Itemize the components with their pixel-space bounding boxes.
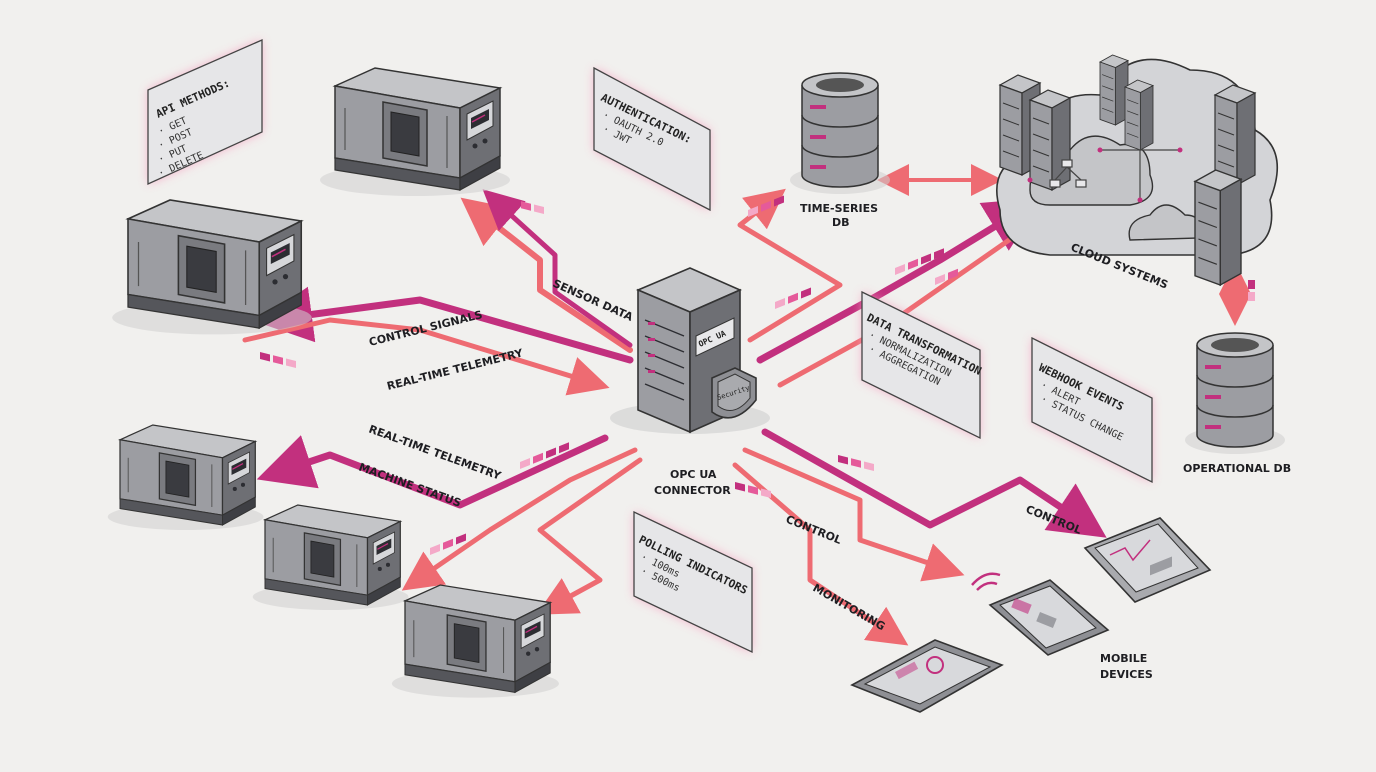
cnc-machine-4: [252, 504, 410, 611]
panel-data-transformation: DATA TRANSFORMATION · NORMALIZATION · AG…: [861, 290, 983, 440]
arrow-lower-machine: [536, 457, 643, 615]
label-mobile-2: DEVICES: [1100, 668, 1153, 681]
cnc-machine-3: [107, 424, 265, 531]
label-monitoring: MONITORING: [811, 581, 888, 633]
arrow-sensor-data-1: [460, 197, 633, 353]
panel-authentication: AUTHENTICATION: · OAUTH 2.0 · JWT: [593, 66, 711, 212]
label-rt-telemetry-1: REAL-TIME TELEMETRY: [386, 346, 526, 393]
arrow-machine-status: [401, 447, 638, 591]
label-machine-status: MACHINE STATUS: [357, 461, 463, 510]
arrow-control-right: [761, 428, 1107, 538]
arrow-rt-telemetry-top: [242, 317, 610, 396]
arrow-control-mobile: [742, 447, 965, 582]
label-tsdb-2: DB: [832, 216, 850, 229]
label-hub-1: OPC UA: [670, 468, 717, 481]
label-mobile-1: MOBILE: [1100, 652, 1147, 665]
arrow-rt-telemetry-lower: [256, 434, 609, 509]
opc-ua-connector: OPC UA Security: [610, 267, 770, 434]
label-hub-2: CONNECTOR: [654, 484, 731, 497]
operational-db: [1184, 332, 1286, 455]
panel-polling-indicators: POLLING INDICATORS · 100ms · 500ms: [633, 510, 753, 654]
cnc-machine-5: [391, 584, 560, 699]
arrow-control-signals: [256, 286, 634, 364]
tablet-bottom: [850, 639, 1004, 713]
cloud-systems: [996, 54, 1278, 286]
arrow-sensor-data-2: [482, 189, 633, 348]
arrow-tsdb: [737, 188, 843, 343]
cnc-machine-2: [111, 199, 313, 336]
flow-arrows: [242, 164, 1251, 646]
label-operational-db: OPERATIONAL DB: [1183, 462, 1291, 475]
panel-api-methods: API METHODS: · GET · POST · PUT · DELETE: [147, 39, 263, 186]
label-control-1: CONTROL: [784, 513, 844, 547]
smartphone: [971, 572, 1110, 656]
arrow-cloud-1: [756, 197, 1042, 364]
tablet-right: [1083, 517, 1212, 603]
arrow-monitoring: [732, 462, 909, 646]
cnc-machine-1: [319, 67, 511, 197]
data-packets: [260, 195, 1255, 555]
label-tsdb-1: TIME-SERIES: [800, 202, 878, 215]
time-series-db: [789, 72, 891, 195]
wifi-icon: [971, 572, 1001, 591]
panel-webhook-events: WEBHOOK EVENTS · ALERT · STATUS CHANGE: [1031, 336, 1153, 484]
